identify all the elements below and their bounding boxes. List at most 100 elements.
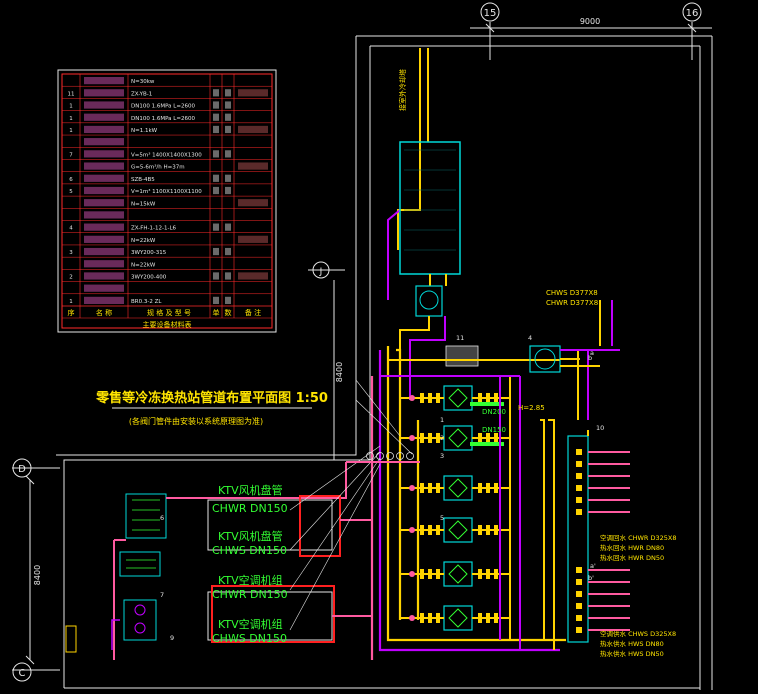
table-cell-qty-block (225, 174, 231, 182)
chiller-core (448, 608, 468, 628)
table-cell-name-block (84, 89, 124, 97)
table-cell-qty-block (225, 113, 231, 121)
table-header-name: 名 称 (96, 308, 112, 317)
table-cell-spec: ZX-FH-1-12-1-L6 (131, 226, 177, 232)
table-cell-name-block (84, 150, 124, 158)
left-equipment (65, 462, 347, 660)
axis-bubble-C: C (12, 662, 32, 682)
drawing-title: 零售等冷冻换热站管道布置平面图 1:50 (95, 390, 328, 406)
pump-fitting (409, 395, 415, 401)
valve-marker (478, 393, 482, 403)
table-cell-name-block (84, 296, 124, 304)
cooling-tower-label: 接室外冷却塔 (398, 69, 407, 111)
table-cell-no: 5 (69, 189, 73, 195)
valve-circle (376, 452, 384, 460)
chiller-core (448, 564, 468, 584)
pump-fitting (409, 527, 415, 533)
table-cell-unit-block (213, 113, 219, 121)
valve-marker (494, 433, 498, 443)
mid-label-height: H=2.85 (518, 404, 545, 412)
table-cell-name-block (84, 101, 124, 109)
valve-marker (486, 525, 490, 535)
branch-title-3: KTV空调机组 (218, 617, 283, 631)
pipe-tag-strip (470, 402, 504, 406)
table-cell-spec: N=30kw (131, 79, 155, 85)
table-cell-remark-block (238, 125, 268, 134)
manifold-valve (576, 627, 582, 633)
main-pump-4 (529, 345, 610, 420)
table-cell-unit-block (213, 150, 219, 158)
table-cell-no: 4 (69, 226, 73, 232)
valve-marker (428, 433, 432, 443)
manifold-valve (576, 579, 582, 585)
table-header-qty: 数 (225, 308, 232, 317)
valve-marker (478, 433, 482, 443)
table-cell-spec: DN100 1.6MPa L=2600 (131, 116, 195, 122)
table-cell-no: 1 (69, 299, 73, 305)
valve-circle (406, 452, 414, 460)
table-cell-name-block (84, 247, 124, 256)
table-cell-name-block (84, 223, 124, 231)
equipment-tag: b' (588, 574, 594, 582)
equipment-tag: 1 (440, 416, 444, 424)
valve-marker (486, 613, 490, 623)
pipe-label-hwr-right2: 热水回水 HWR DN50 (600, 553, 664, 562)
manifold-valve (576, 615, 582, 621)
table-cell-no: 3 (69, 250, 73, 256)
equipment-tag: a' (590, 562, 596, 570)
table-cell-remark-block (238, 235, 268, 243)
table-cell-name-block (84, 77, 124, 85)
table-cell-name-block (84, 186, 124, 195)
table-cell-qty-block (225, 101, 231, 109)
valve-marker (494, 569, 498, 579)
pump-fitting (409, 571, 415, 577)
table-cell-spec: V=1m³ 1100X1100X1100 (131, 188, 202, 195)
valve-marker (478, 569, 482, 579)
valve-marker (428, 393, 432, 403)
valve-marker (494, 613, 498, 623)
axis-bubble-D: D (12, 458, 32, 478)
valve-circle (396, 452, 404, 460)
axis-label-D: D (18, 464, 26, 475)
equipment-tag: 9 (170, 634, 174, 642)
drawing-note: (各阀门管件由安装以系统原理图为准) (129, 416, 263, 426)
valve-marker (428, 525, 432, 535)
manifold-valve (576, 509, 582, 515)
table-cell-name-block (84, 211, 124, 219)
valve-marker (436, 433, 440, 443)
table-cell-name-block (84, 260, 124, 268)
branch-pipe-3: CHWS DN150 (212, 632, 287, 645)
table-cell-qty-block (225, 186, 231, 195)
table-cell-name-block (84, 272, 124, 280)
branch-pipe-2: CHWR DN150 (212, 588, 288, 601)
table-header-spec: 规 格 及 型 号 (147, 308, 191, 317)
table-cell-qty-block (225, 223, 231, 231)
table-cell-spec: N=22kW (131, 238, 156, 244)
table-cell-spec: G=5-6m³/h H=37m (131, 164, 185, 171)
axis-bubble-16: 16 (682, 2, 702, 22)
tank-outlet (429, 274, 447, 286)
axis-bubble-15: 15 (480, 2, 500, 22)
valve-marker (494, 525, 498, 535)
table-cell-no: 11 (68, 91, 75, 97)
pipe-label-hws-right: 热水供水 HWS DN80 (600, 639, 664, 648)
table-cell-qty-block (225, 296, 231, 304)
equipment-tag: 10 (596, 424, 604, 432)
axis-bubble-J: J (312, 261, 330, 279)
manifold-branches (576, 430, 630, 633)
chiller-core (448, 428, 468, 448)
distribution-manifold (567, 435, 589, 643)
valve-marker (486, 393, 490, 403)
table-cell-unit-block (213, 296, 219, 304)
valve-marker (436, 483, 440, 493)
cooling-tower-riser (387, 48, 429, 300)
manifold-valve (576, 473, 582, 479)
equipment-tag: b (588, 354, 592, 362)
top-right-pipe-ends (599, 300, 620, 351)
table-cell-no: 1 (69, 104, 73, 110)
pump-fitting (409, 435, 415, 441)
manifold-valve (576, 485, 582, 491)
table-cell-spec: 3WY200-400 (131, 275, 167, 281)
room-walls (56, 35, 713, 690)
